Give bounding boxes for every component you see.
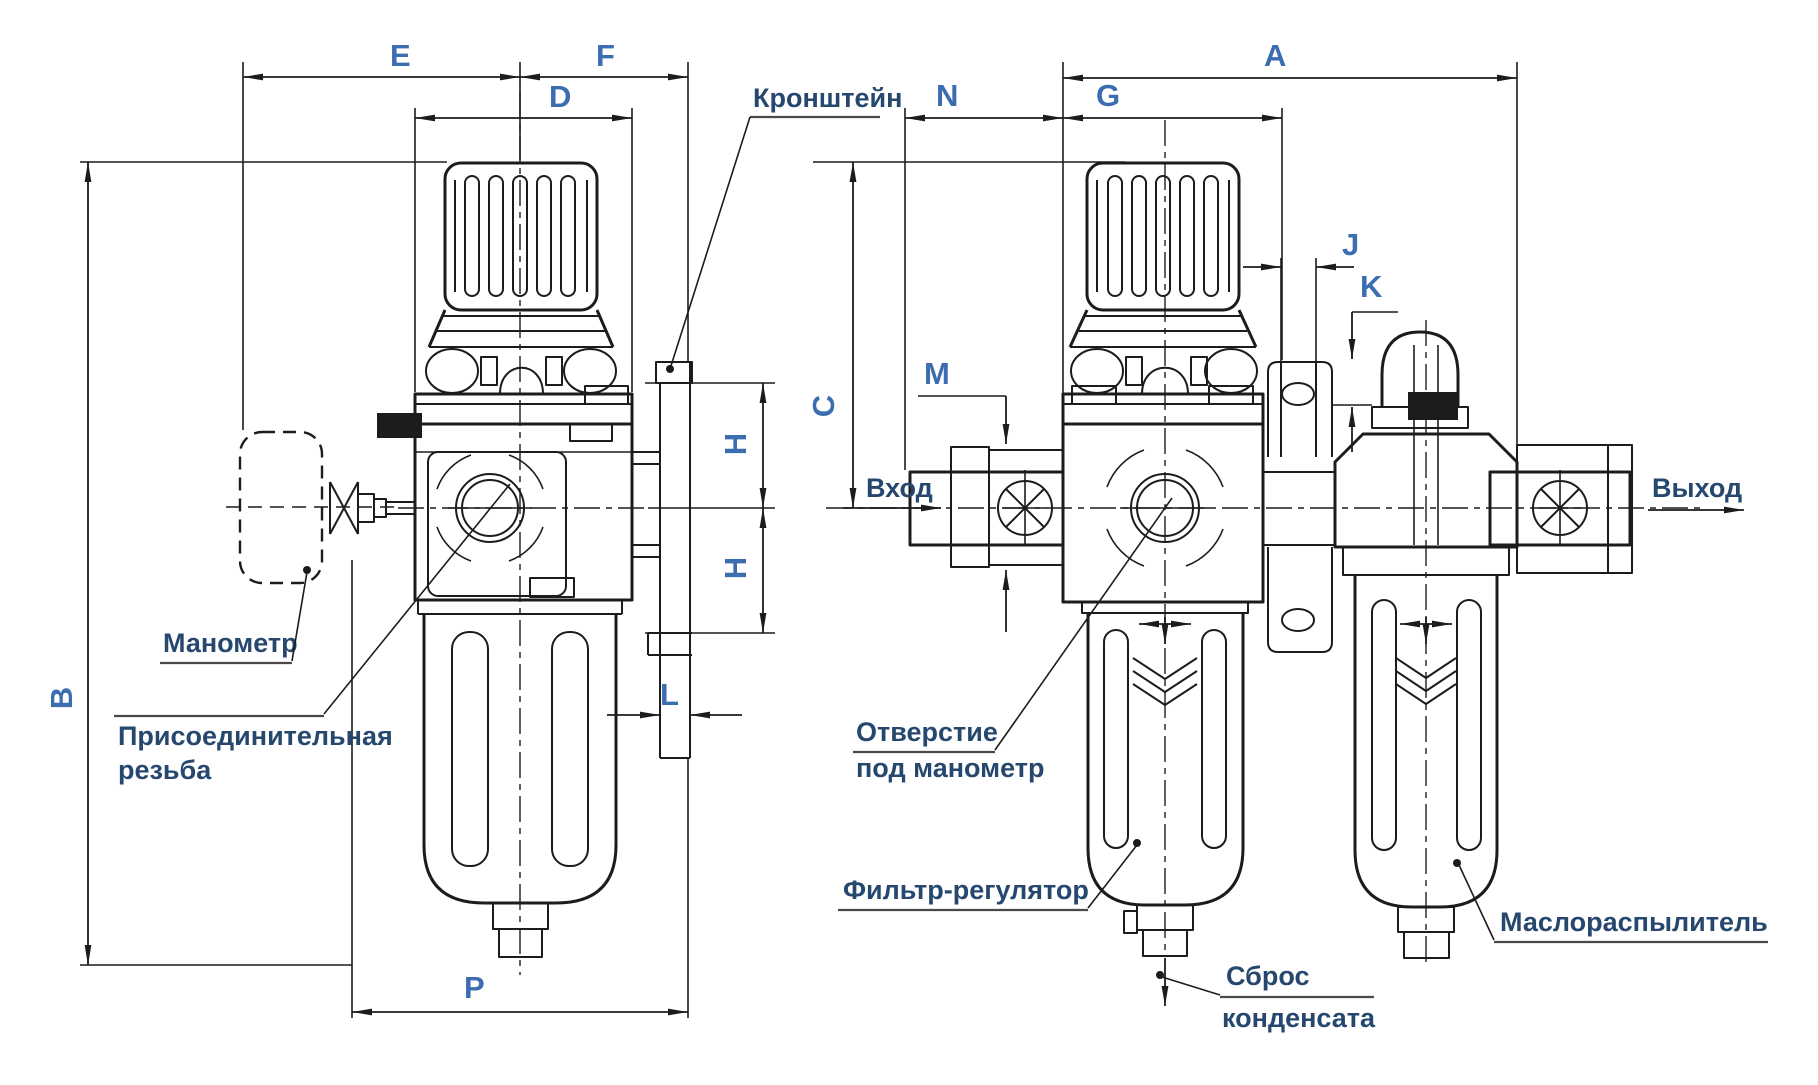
dim-label-m: M xyxy=(924,356,950,391)
dim-label-g: G xyxy=(1096,78,1120,113)
inlet-label: Вход xyxy=(866,473,933,503)
drain-leader-dot xyxy=(1156,971,1164,979)
outlet-flange-plate xyxy=(1516,444,1633,574)
left-view-annotations: Кронштейн Манометр Присоединительная рез… xyxy=(114,83,902,785)
right-view-dimensions: A N G C M J xyxy=(806,38,1518,632)
right-view-annotations: Отверстие под манометр Фильтр-регулятор … xyxy=(838,497,1768,1033)
dim-label-d: D xyxy=(549,79,571,114)
bracket-hole-top xyxy=(1281,382,1315,406)
bracket-label: Кронштейн xyxy=(753,83,902,113)
gauge-port-boss-side xyxy=(436,454,544,562)
lubricator-black-band xyxy=(1408,392,1458,420)
gauge-label: Манометр xyxy=(163,628,298,658)
dim-label-b: B xyxy=(44,687,79,709)
dim-label-k: K xyxy=(1360,269,1383,304)
knob-scallop-ring xyxy=(425,348,617,395)
dim-label-f: F xyxy=(596,38,615,73)
dim-label-h-upper: H xyxy=(718,433,753,455)
dim-label-j: J xyxy=(1342,227,1359,262)
drain-label-line2: конденсата xyxy=(1222,1003,1376,1033)
inlet-flange-plate xyxy=(950,446,990,568)
inlet-port-assembly xyxy=(908,446,1065,568)
thread-label-line2: резьба xyxy=(118,755,212,785)
outlet-label: Выход xyxy=(1652,473,1742,503)
regulator-body-front xyxy=(1061,385,1265,604)
regulator-knob-front xyxy=(1068,161,1258,395)
left-view: E F D B H H L xyxy=(44,38,902,1018)
dim-label-h-lower: H xyxy=(718,557,753,579)
thread-label-line1: Присоединительная xyxy=(118,721,393,751)
lubricator-unit xyxy=(1333,330,1519,959)
bracket-tab xyxy=(655,361,693,384)
lubricator-label: Маслораспылитель xyxy=(1500,907,1768,937)
filter-regulator-leader-dot xyxy=(1133,839,1141,847)
bracket-leader-dot xyxy=(666,365,674,373)
filter-regulator-label: Фильтр-регулятор xyxy=(843,875,1089,905)
pressure-gauge-phantom xyxy=(226,430,415,585)
flow-annotations: Вход Выход xyxy=(843,473,1744,514)
filter-bowl-side xyxy=(417,600,623,958)
dim-label-n: N xyxy=(936,78,958,113)
dim-label-c: C xyxy=(806,395,841,417)
dim-label-p: P xyxy=(464,970,485,1005)
dim-label-l: L xyxy=(660,677,679,712)
gauge-leader-dot xyxy=(303,566,311,574)
regulator-knob-side xyxy=(427,161,615,348)
dim-label-a: A xyxy=(1264,38,1286,73)
filter-bowl-front xyxy=(1081,601,1249,1006)
bracket-hole-bottom xyxy=(1281,608,1315,632)
dim-label-e: E xyxy=(390,38,411,73)
gauge-hole-label-line1: Отверстие xyxy=(856,717,998,747)
regulator-body-side xyxy=(377,385,634,602)
drain-label-line1: Сброс xyxy=(1226,961,1309,991)
outlet-port-assembly xyxy=(1488,444,1633,574)
gauge-hole-label-line2: под манометр xyxy=(856,753,1045,783)
middle-bracket xyxy=(1262,361,1336,653)
right-view: A N G C M J xyxy=(806,38,1768,1033)
left-view-dimensions: E F D B H H L xyxy=(44,38,775,1018)
lubricator-leader-dot xyxy=(1453,859,1461,867)
mounting-bracket-side xyxy=(632,361,693,759)
lubricator-dome xyxy=(1380,330,1460,407)
gauge-valve-stem xyxy=(357,493,375,523)
